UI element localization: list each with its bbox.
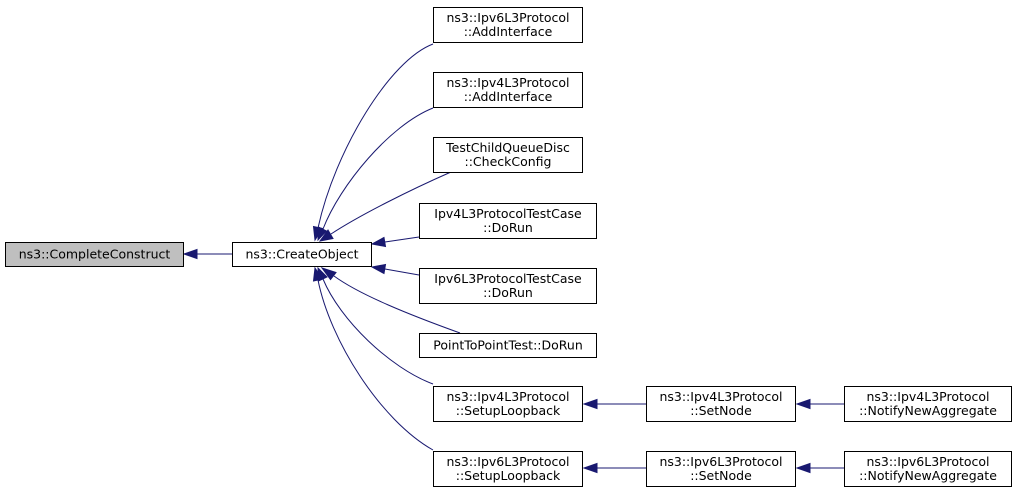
arrowhead-icon [795,462,811,474]
node-label: ns3::CreateObject [245,247,358,262]
node-box[interactable] [433,386,583,422]
edge-pointtopointtest-dorun-to-createobject [320,267,461,334]
node-box[interactable] [433,451,583,487]
edge-ipv4-setuploopback-to-createobject [317,266,434,385]
edge-line [384,236,420,243]
node-ipv6-setuploopback[interactable]: ns3::Ipv6L3Protocol::SetupLoopback [433,451,583,487]
node-label: Ipv4L3ProtocolTestCase [434,206,582,221]
edge-line [322,107,434,230]
node-label: ns3::CompleteConstruct [19,247,171,262]
edge-line [330,171,452,235]
edge-testchildqueuedisc-checkconfig-to-createobject [318,171,452,242]
edge-line [317,43,434,229]
node-label: ::DoRun [483,285,533,300]
edge-ipv4l3protocoltestcase-dorun-to-createobject [370,236,420,248]
node-label: ::SetupLoopback [456,468,561,483]
edge-ipv6-notifynewaggregate-to-ipv6-setnode [795,462,844,474]
node-completeconstruct[interactable]: ns3::CompleteConstruct [5,242,184,267]
node-ipv4-setnode[interactable]: ns3::Ipv4L3Protocol::SetNode [646,386,796,422]
node-label: ns3::Ipv4L3Protocol [866,389,989,404]
node-ipv6-addinterface[interactable]: ns3::Ipv6L3Protocol::AddInterface [433,7,583,43]
edge-line [317,279,434,451]
arrowhead-icon [370,236,387,248]
node-ipv4l3protocoltestcase-dorun[interactable]: Ipv4L3ProtocolTestCase::DoRun [419,203,597,239]
node-box[interactable] [232,242,372,267]
edge-line [322,278,434,385]
node-ipv4-notifynewaggregate[interactable]: ns3::Ipv4L3Protocol::NotifyNewAggregate [844,386,1012,422]
node-label: ns3::Ipv6L3Protocol [446,454,569,469]
node-label: ns3::Ipv6L3Protocol [446,10,569,25]
arrowhead-icon [370,263,387,275]
arrowhead-icon [182,248,198,260]
edge-ipv4-addinterface-to-createobject [317,107,434,242]
arrowhead-icon [320,267,337,281]
node-createobject[interactable]: ns3::CreateObject [232,242,372,267]
edge-ipv4-notifynewaggregate-to-ipv4-setnode [795,398,844,410]
node-ipv6-setnode[interactable]: ns3::Ipv6L3Protocol::SetNode [646,451,796,487]
node-ipv4-addinterface[interactable]: ns3::Ipv4L3Protocol::AddInterface [433,72,583,108]
node-box[interactable] [433,7,583,43]
node-label: ::NotifyNewAggregate [859,403,997,418]
edge-ipv6-setnode-to-ipv6-setuploopback [582,462,646,474]
node-label: ::DoRun [483,220,533,235]
node-box[interactable] [646,451,796,487]
edge-createobject-to-completeconstruct [182,248,232,260]
node-testchildqueuedisc-checkconfig[interactable]: TestChildQueueDisc::CheckConfig [433,137,583,173]
node-box[interactable] [844,386,1012,422]
arrowhead-icon [582,398,598,410]
edge-line [384,268,420,276]
node-box[interactable] [844,451,1012,487]
node-ipv6-notifynewaggregate[interactable]: ns3::Ipv6L3Protocol::NotifyNewAggregate [844,451,1012,487]
node-label: ns3::Ipv4L3Protocol [446,75,569,90]
node-pointtopointtest-dorun[interactable]: PointToPointTest::DoRun [419,333,597,358]
edge-ipv6l3protocoltestcase-dorun-to-createobject [370,263,420,276]
node-label: ::CheckConfig [465,154,552,169]
node-box[interactable] [646,386,796,422]
node-label: PointToPointTest::DoRun [433,338,583,353]
arrowhead-icon [317,226,328,242]
edge-ipv6-setuploopback-to-createobject [312,266,434,451]
node-label: Ipv6L3ProtocolTestCase [434,271,582,286]
node-label: ::AddInterface [464,89,553,104]
node-label: ns3::Ipv6L3Protocol [866,454,989,469]
node-label: ::AddInterface [464,24,553,39]
node-label: TestChildQueueDisc [445,140,570,155]
node-label: ::SetNode [690,403,752,418]
node-box[interactable] [419,333,597,358]
node-label: ns3::Ipv4L3Protocol [659,389,782,404]
arrowhead-icon [318,229,334,242]
arrowhead-icon [582,462,598,474]
node-ipv6l3protocoltestcase-dorun[interactable]: Ipv6L3ProtocolTestCase::DoRun [419,268,597,304]
node-box[interactable] [433,72,583,108]
node-label: ns3::Ipv4L3Protocol [446,389,569,404]
edges-layer [182,43,844,474]
node-box[interactable] [419,203,597,239]
arrowhead-icon [795,398,811,410]
node-label: ::NotifyNewAggregate [859,468,997,483]
node-label: ::SetupLoopback [456,403,561,418]
node-ipv4-setuploopback[interactable]: ns3::Ipv4L3Protocol::SetupLoopback [433,386,583,422]
node-label: ::SetNode [690,468,752,483]
node-box[interactable] [419,268,597,304]
edge-ipv4-setnode-to-ipv4-setuploopback [582,398,646,410]
edge-line [333,275,461,334]
node-box[interactable] [5,242,184,267]
node-box[interactable] [433,137,583,173]
arrowhead-icon [312,266,324,282]
node-label: ns3::Ipv6L3Protocol [659,454,782,469]
